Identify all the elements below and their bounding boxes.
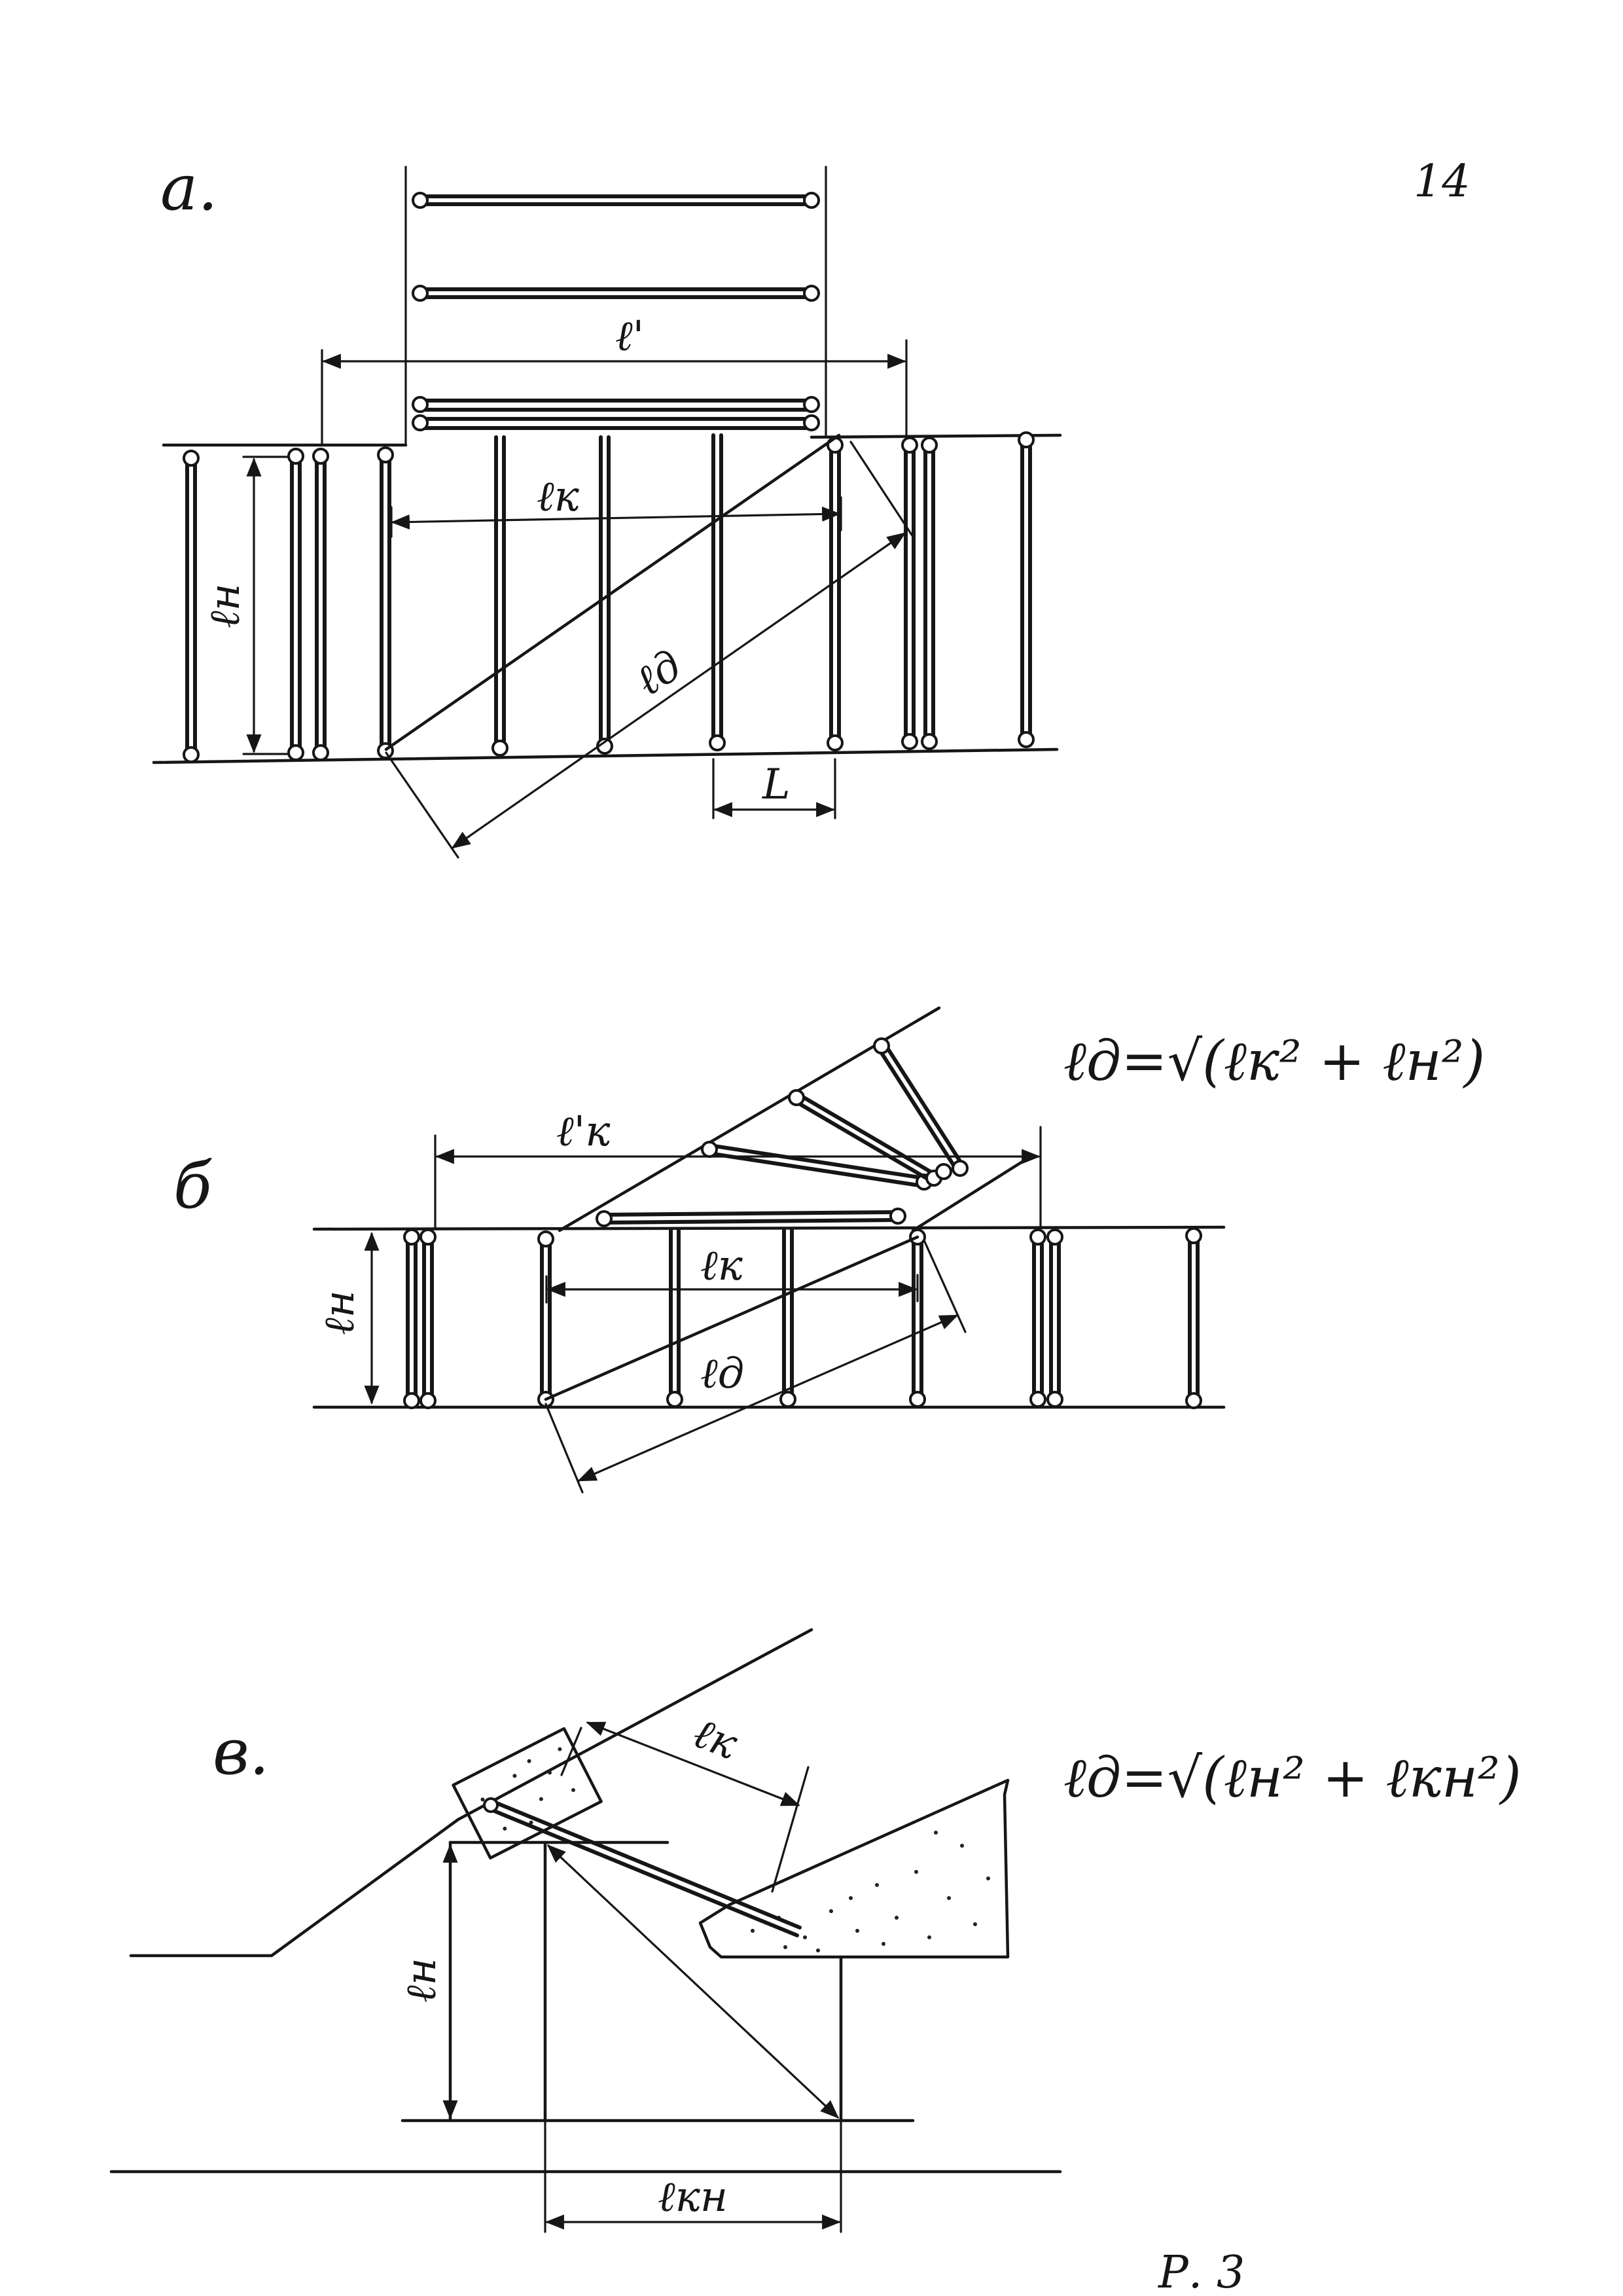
dim-extension <box>385 751 459 859</box>
dim-l-k-v <box>586 1721 800 1806</box>
vertical-bar <box>403 1229 420 1409</box>
label-l-k-prime: ℓ'к <box>556 1107 611 1156</box>
vertical-bar <box>709 433 726 751</box>
panel-b-fan-bars <box>596 1037 969 1227</box>
vertical-bar <box>537 1230 554 1408</box>
vertical-bar <box>183 450 200 763</box>
panel-v-slanted-bar <box>483 1797 802 1937</box>
label-l-k-v: ℓк <box>687 1709 744 1770</box>
panel-v-top-block <box>452 1727 603 1860</box>
bar-end <box>412 285 429 302</box>
bar-end <box>803 396 820 413</box>
panel-b-slope-line-lower <box>911 1157 1029 1232</box>
vertical-bar <box>1185 1227 1202 1409</box>
panel-a-vertical-bars <box>183 431 1035 763</box>
panel-b-formula: ℓд=√(ℓк² + ℓн²) <box>1063 1029 1485 1093</box>
label-l-k: ℓк <box>537 473 580 521</box>
bar-end <box>412 396 429 413</box>
bar-end <box>803 192 820 209</box>
panel-v-embankment <box>129 1628 813 1958</box>
vertical-bar <box>921 437 938 750</box>
vertical-bar <box>1018 431 1035 748</box>
panel-a-stacked-bars <box>412 192 820 431</box>
dim-extension <box>923 1239 967 1333</box>
panel-b-vertical-bars <box>403 1227 1202 1409</box>
vertical-bar <box>491 435 508 757</box>
panel-a: а. ℓ' <box>152 151 1062 859</box>
label-L: L <box>762 761 791 809</box>
figure-reference: Р. 3 <box>1157 2247 1245 2296</box>
vertical-bar <box>666 1229 683 1408</box>
vertical-bar <box>419 1229 437 1409</box>
panel-b-top-line <box>312 1225 1226 1231</box>
dim-diagonal-v <box>546 1844 840 2119</box>
dim-l-d <box>451 532 906 849</box>
dim-extension <box>849 440 914 538</box>
vertical-bar <box>377 446 394 759</box>
vertical-bar <box>909 1229 926 1408</box>
vertical-bar <box>827 437 844 751</box>
dim-l-k <box>391 506 841 530</box>
vertical-bar <box>1046 1229 1063 1408</box>
bar-end <box>412 414 429 431</box>
label-l-kn: ℓкн <box>658 2173 728 2221</box>
vertical-bar <box>779 1229 796 1408</box>
label-l-n: ℓн <box>201 583 249 628</box>
label-l-d-b: ℓд <box>700 1350 744 1398</box>
label-l-d: ℓд <box>627 641 690 706</box>
bar-end <box>412 192 429 209</box>
fan-bar <box>701 1141 933 1191</box>
panel-b: б ℓд=√(ℓк² + ℓн²) ℓ'к <box>173 1006 1485 1494</box>
fan-bar <box>596 1208 906 1227</box>
panel-a-marker: а. <box>160 151 218 224</box>
panel-v-marker: в. <box>213 1715 269 1789</box>
label-l-n-b: ℓн <box>315 1290 364 1335</box>
vertical-bar <box>312 448 329 761</box>
label-l-prime: ℓ' <box>615 312 644 361</box>
panel-v: в. ℓд=√(ℓн² + ℓкн²) <box>109 1628 1522 2233</box>
label-l-k-b: ℓк <box>700 1242 743 1290</box>
bar-end <box>803 414 820 431</box>
panel-v-right-abutment <box>698 1778 1010 1959</box>
dim-extension <box>544 1403 584 1494</box>
vertical-bar <box>1029 1229 1046 1408</box>
panel-b-marker: б <box>173 1149 212 1223</box>
dim-l-d-b <box>577 1314 959 1482</box>
vertical-bar <box>901 437 918 750</box>
panel-a-top-line-right <box>810 433 1062 439</box>
bar-end <box>803 285 820 302</box>
panel-v-formula: ℓд=√(ℓн² + ℓкн²) <box>1063 1746 1522 1810</box>
label-l-n-v: ℓн <box>397 1958 446 2003</box>
page-number: 14 <box>1414 156 1471 207</box>
panel-a-diagonal-bar <box>384 433 841 751</box>
dim-extension <box>560 1727 582 1776</box>
vertical-bar <box>287 448 304 761</box>
